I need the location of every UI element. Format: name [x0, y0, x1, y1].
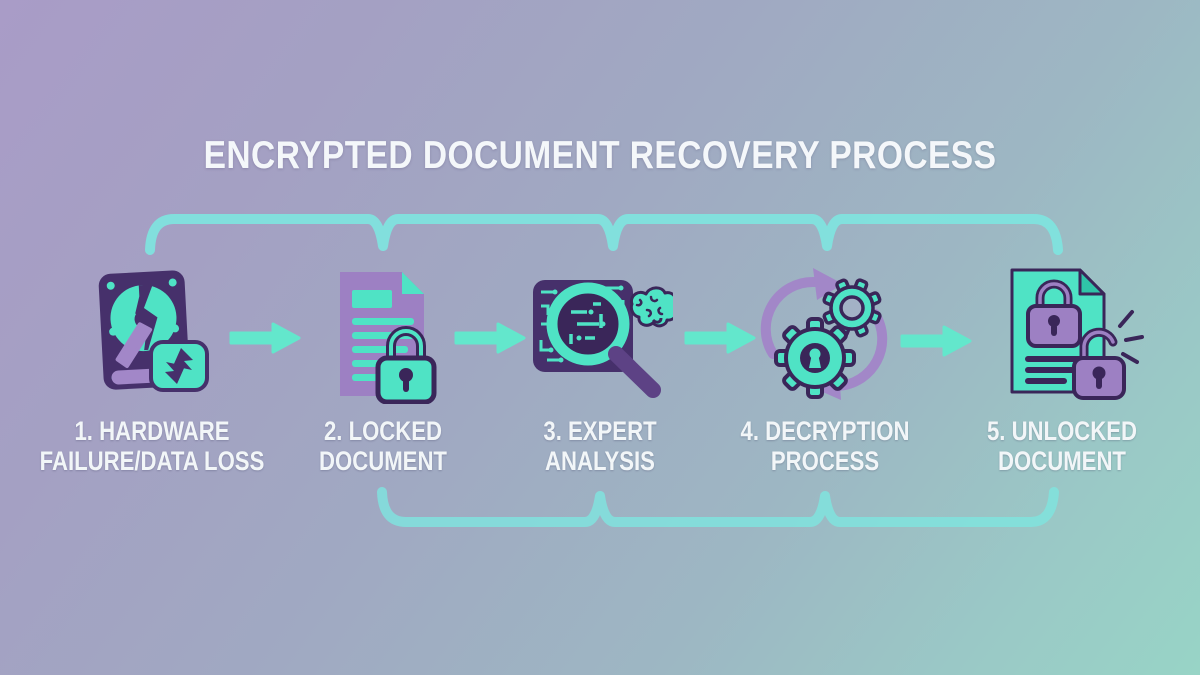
- page-title: ENCRYPTED DOCUMENT RECOVERY PROCESS: [203, 134, 997, 177]
- step-label-decryption-process: 4. DECRYPTION PROCESS: [740, 416, 910, 476]
- decryption-process-icon: [760, 268, 888, 400]
- step-label-hardware-failure: 1. HARDWARE FAILURE/DATA LOSS: [39, 416, 265, 476]
- flow-arrow-icon: [229, 322, 301, 354]
- locked-document-icon: [340, 272, 437, 404]
- flow-arrow-icon: [900, 325, 972, 357]
- top-connector-brace-icon: [145, 214, 1063, 255]
- unlocked-document-icon: [1010, 268, 1144, 400]
- bottom-connector-brace-icon: [377, 487, 1059, 527]
- flow-arrow-icon: [454, 322, 526, 354]
- hard-drive-failure-icon: [98, 270, 209, 392]
- step-label-unlocked-document: 5. UNLOCKED DOCUMENT: [986, 416, 1138, 476]
- expert-analysis-icon: [533, 280, 673, 398]
- step-label-locked-document: 2. LOCKED DOCUMENT: [319, 416, 447, 476]
- flow-arrow-icon: [684, 322, 756, 354]
- step-label-expert-analysis: 3. EXPERT ANALYSIS: [543, 416, 657, 476]
